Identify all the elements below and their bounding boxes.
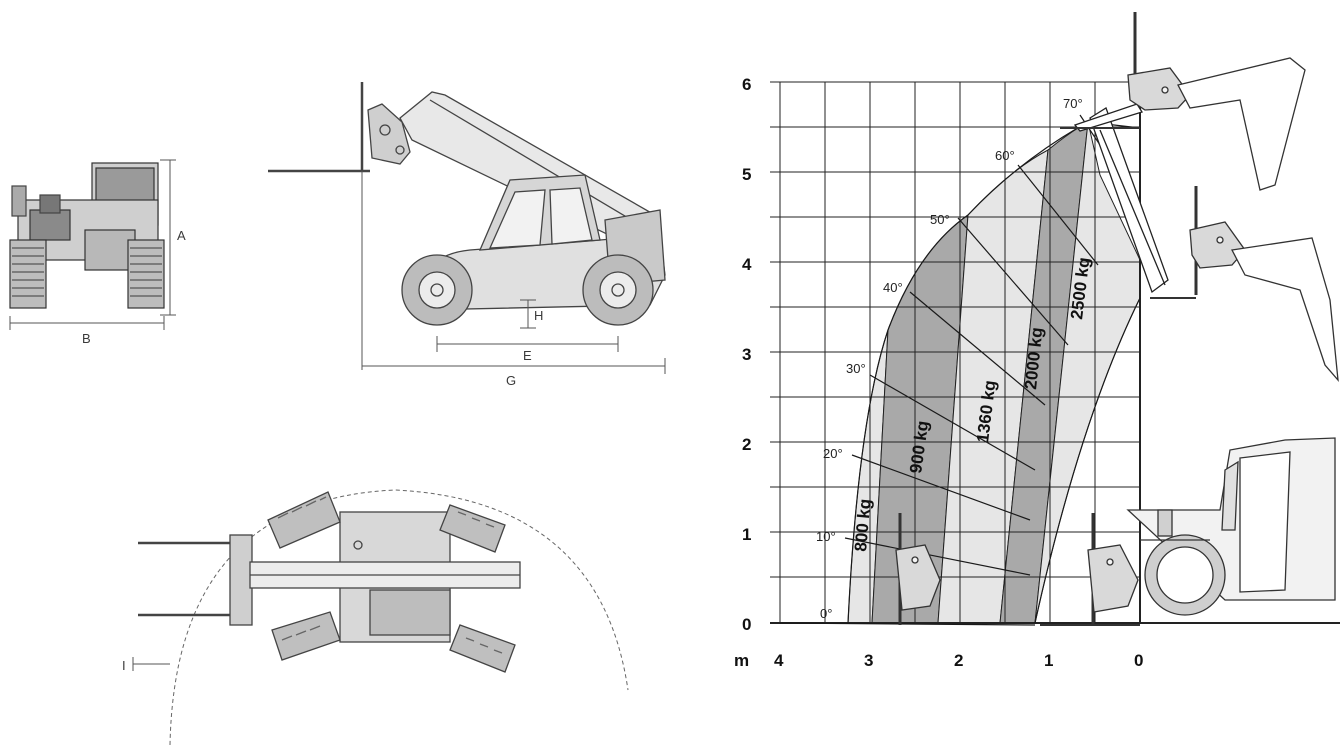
front-view-drawing: [9, 162, 165, 309]
dimension-b-label: B: [82, 331, 91, 346]
fork-carriage-top: [1060, 12, 1306, 191]
boom-envelope: [779, 114, 1141, 626]
chart-grid: [770, 81, 1340, 624]
fork-carriage-bottom-right: [1040, 513, 1140, 626]
y-tick-0: 0: [742, 615, 751, 634]
load-zones: [847, 121, 1141, 624]
dimension-lines-side: [361, 171, 666, 374]
angle-label-0: 0°: [820, 606, 832, 621]
dimension-e-label: E: [523, 348, 532, 363]
fork-carriage-middle: [1150, 186, 1339, 382]
x-tick-1: 1: [1044, 651, 1053, 670]
x-tick-3: 3: [864, 651, 873, 670]
turning-radius-arc: [169, 489, 629, 746]
dimension-g-label: G: [506, 373, 516, 388]
boom-outline: [1073, 103, 1169, 294]
dimension-a-label: A: [177, 228, 186, 243]
angle-label-40: 40°: [883, 280, 903, 295]
dimension-b-line: [9, 316, 165, 330]
y-tick-6: 6: [742, 75, 751, 94]
y-tick-4: 4: [742, 255, 752, 274]
y-tick-1: 1: [742, 525, 751, 544]
dimension-a-line: [160, 159, 176, 316]
side-view-drawing: [268, 82, 666, 326]
load-label-800kg: 800 kg: [851, 498, 875, 552]
y-tick-2: 2: [742, 435, 751, 454]
angle-label-50: 50°: [930, 212, 950, 227]
angle-label-30: 30°: [846, 361, 866, 376]
y-tick-5: 5: [742, 165, 751, 184]
fork-carriage-bottom-left: [895, 513, 941, 625]
top-view-drawing: [138, 491, 521, 673]
dimension-h-label: H: [534, 308, 543, 323]
angle-label-20: 20°: [823, 446, 843, 461]
x-axis-unit: m: [734, 651, 749, 670]
x-tick-4: 4: [774, 651, 784, 670]
dimension-i-label: I: [122, 658, 126, 673]
x-tick-2: 2: [954, 651, 963, 670]
dimension-i-line: [132, 657, 170, 671]
angle-label-60: 60°: [995, 148, 1015, 163]
y-tick-3: 3: [742, 345, 751, 364]
angle-label-70: 70°: [1063, 96, 1083, 111]
angle-label-10: 10°: [816, 529, 836, 544]
x-tick-0: 0: [1134, 651, 1143, 670]
machine-front-sketch: [1126, 437, 1336, 616]
